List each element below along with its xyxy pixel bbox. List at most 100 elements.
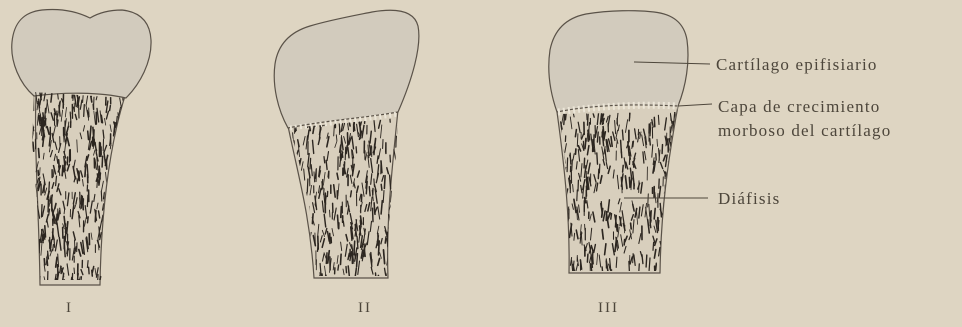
trabecula-stroke — [107, 209, 109, 222]
trabecula-stroke — [336, 135, 337, 141]
trabecula-stroke — [35, 202, 37, 210]
trabecula-stroke — [303, 232, 305, 239]
trabecula-stroke — [32, 193, 34, 206]
trabecula-stroke — [108, 198, 109, 206]
trabecula-stroke — [125, 249, 126, 258]
trabecula-stroke — [398, 229, 399, 239]
trabecula-stroke — [398, 205, 399, 219]
trabecula-stroke — [385, 142, 386, 152]
trabecula-stroke — [577, 190, 578, 201]
trabecula-stroke — [109, 177, 110, 186]
trabecula-stroke — [676, 220, 677, 231]
trabecula-stroke — [328, 171, 329, 177]
trabecula-stroke — [667, 261, 669, 272]
trabecula-stroke — [42, 205, 43, 217]
trabecula-stroke — [115, 170, 116, 180]
trabecula-stroke — [397, 215, 398, 221]
trabecula-stroke — [562, 233, 563, 239]
trabecula-stroke — [399, 165, 401, 175]
trabecula-stroke — [384, 250, 385, 264]
trabecula-stroke — [85, 163, 86, 176]
trabecula-stroke — [396, 136, 397, 147]
trabecula-stroke — [354, 241, 355, 255]
trabecula-stroke — [108, 232, 110, 245]
trabecula-stroke — [629, 177, 630, 187]
trabecula-stroke — [38, 272, 39, 279]
trabecula-stroke — [116, 193, 117, 206]
trabecula-stroke — [307, 179, 308, 192]
trabecula-stroke — [352, 150, 353, 159]
trabecula-stroke — [310, 158, 311, 169]
trabecula-stroke — [602, 129, 603, 137]
trabecula-stroke — [111, 163, 113, 175]
trabecula-stroke — [124, 141, 125, 147]
trabecula-stroke — [369, 187, 370, 196]
trabecula-stroke — [675, 188, 676, 199]
trabecula-stroke — [54, 240, 55, 247]
trabecula-stroke — [33, 142, 34, 151]
trabecula-stroke — [564, 113, 565, 125]
label-diafisis: Diáfisis — [718, 190, 780, 207]
trabecula-stroke — [292, 231, 293, 236]
trabecula-stroke — [558, 244, 559, 255]
trabecula-stroke — [678, 251, 680, 259]
trabecula-stroke — [299, 267, 300, 279]
trabecula-stroke — [357, 237, 358, 249]
trabecula-stroke — [650, 139, 651, 146]
trabecula-stroke — [397, 255, 398, 267]
label-morboso-del-cartilago: morboso del cartílago — [718, 122, 891, 139]
leader-line-capa — [678, 104, 712, 106]
trabecula-stroke — [667, 197, 668, 208]
trabecula-stroke — [669, 238, 670, 244]
bone-figure-3 — [549, 11, 688, 285]
trabecula-stroke — [668, 199, 669, 212]
trabecula-stroke — [292, 210, 294, 223]
trabecula-stroke — [102, 156, 103, 167]
trabecula-stroke — [117, 196, 118, 206]
trabecula-stroke — [658, 115, 659, 124]
trabecula-stroke — [654, 208, 655, 219]
trabecula-stroke — [105, 267, 106, 273]
trabecula-stroke — [616, 257, 617, 267]
epiphysis-cartilage-2 — [274, 10, 419, 128]
trabecula-stroke — [33, 237, 34, 247]
figure-number-2: II — [358, 301, 372, 316]
trabecula-stroke — [602, 230, 603, 239]
trabecula-stroke — [111, 234, 113, 244]
trabecula-stroke — [559, 271, 560, 282]
trabecula-stroke — [119, 211, 121, 217]
trabecula-stroke — [557, 218, 559, 231]
trabecula-stroke — [70, 112, 71, 122]
trabecula-stroke — [114, 156, 115, 163]
trabecula-stroke — [306, 255, 308, 261]
trabecula-stroke — [122, 243, 123, 256]
trabecula-stroke — [88, 217, 89, 223]
bone-figure-2 — [274, 10, 419, 289]
trabecula-stroke — [62, 166, 63, 176]
trabecula-stroke — [565, 260, 567, 271]
trabecula-stroke — [303, 255, 304, 269]
trabecula-stroke — [101, 191, 102, 201]
trabecula-stroke — [395, 258, 397, 268]
trabecula-stroke — [107, 237, 108, 249]
trabecula-stroke — [629, 261, 630, 271]
trabecula-stroke — [32, 96, 33, 109]
trabecula-stroke — [308, 259, 309, 269]
trabecula-stroke — [123, 210, 124, 217]
trabecula-stroke — [584, 158, 585, 168]
trabecula-stroke — [40, 168, 41, 175]
trabecula-stroke — [114, 248, 115, 256]
trabecula-stroke — [31, 193, 33, 204]
trabecula-stroke — [299, 234, 300, 245]
trabecula-stroke — [117, 187, 118, 199]
trabecula-stroke — [30, 234, 32, 243]
trabecula-stroke — [556, 231, 557, 241]
trabecula-stroke — [597, 153, 598, 164]
trabecula-stroke — [117, 214, 119, 228]
trabecula-stroke — [338, 265, 339, 270]
trabecula-stroke — [297, 198, 299, 211]
trabecula-stroke — [663, 235, 665, 246]
trabecula-stroke — [587, 177, 588, 189]
trabecula-stroke — [668, 178, 669, 191]
trabecula-stroke — [648, 194, 649, 207]
